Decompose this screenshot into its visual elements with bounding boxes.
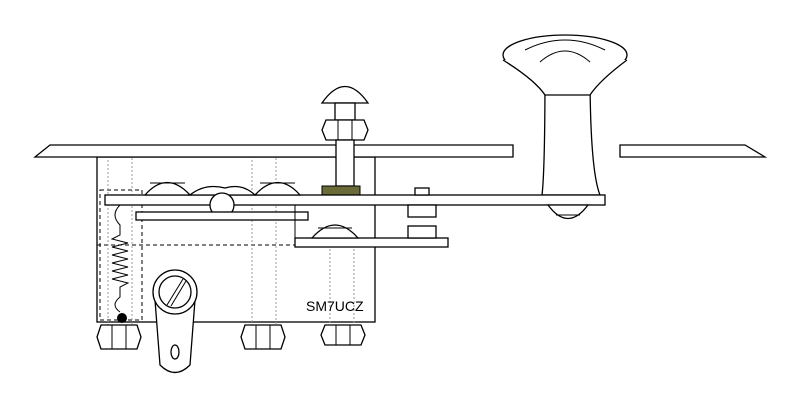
bottom-nuts xyxy=(96,324,366,350)
maker-label: SM7UCZ xyxy=(306,298,364,314)
terminal-lug xyxy=(152,269,198,374)
spring xyxy=(110,204,130,313)
knob xyxy=(502,34,628,196)
lower-bar xyxy=(294,237,449,248)
base-plate-left xyxy=(33,144,514,158)
lever xyxy=(104,194,606,206)
adjust-screw xyxy=(320,86,370,196)
base-plate-right xyxy=(619,144,768,158)
washer xyxy=(321,185,361,196)
